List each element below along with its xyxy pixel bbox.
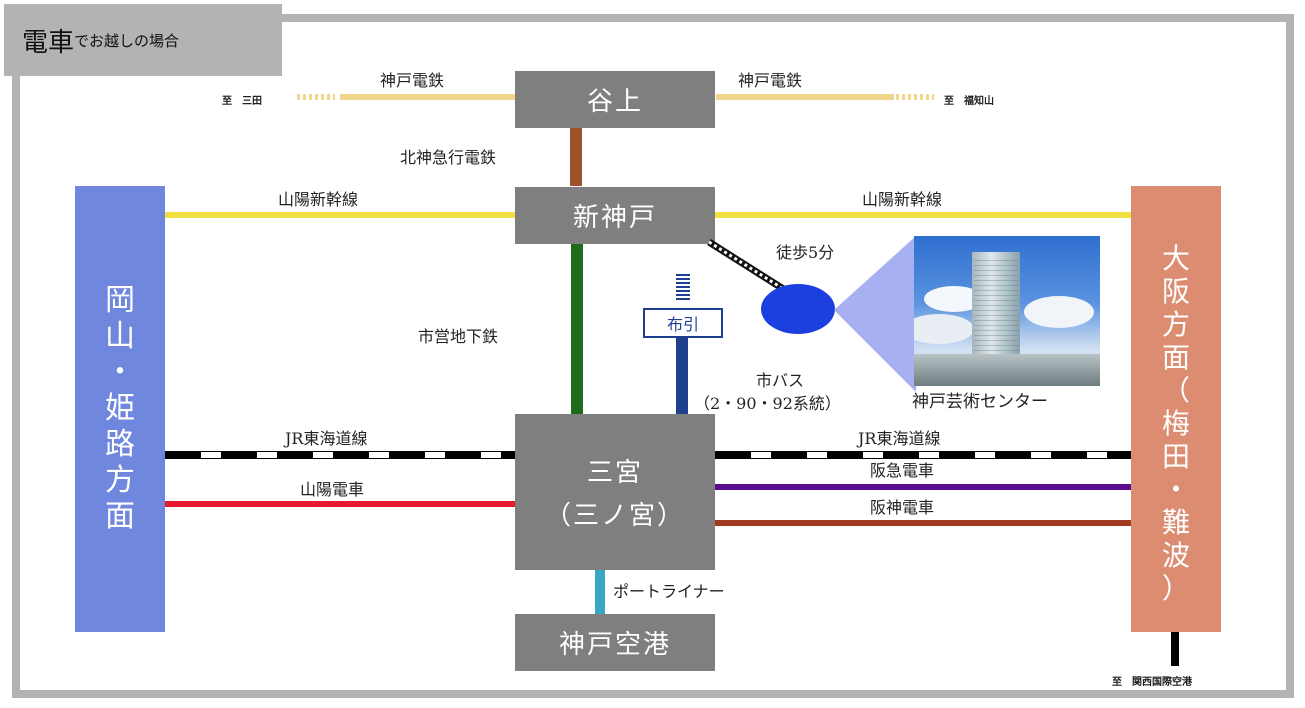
- title-small: でお越しの場合: [74, 31, 180, 50]
- direction-west-char: 岡: [105, 283, 135, 318]
- port-liner-line: [595, 570, 605, 614]
- to-fukuchiyama-label: 至 福知山: [944, 96, 994, 107]
- kobe-dentetsu-label-left: 神戸電鉄: [380, 71, 445, 90]
- shinkansen-label-right: 山陽新幹線: [862, 190, 943, 209]
- bus-stop-nunobiki[interactable]: 布引: [643, 308, 723, 338]
- sanyo-line: [165, 501, 516, 507]
- station-sannomiya-sub-label: （三ノ宮）: [544, 501, 685, 531]
- bus-routes-label: （2・90・92系統）: [694, 394, 841, 413]
- hanshin-line: [715, 520, 1131, 526]
- direction-west-char: ・: [105, 355, 135, 390]
- direction-east-char: 面: [1161, 341, 1190, 374]
- direction-east-box: 大 阪 方 面 （ 梅 田 ・ 難 波 ）: [1131, 186, 1221, 632]
- station-shinkobe-label: 新神戸: [572, 203, 657, 233]
- title-big: 電車: [22, 27, 75, 58]
- shinkansen-line-left: [165, 212, 516, 218]
- shinkansen-line-right: [715, 212, 1131, 218]
- direction-east-char: 阪: [1161, 275, 1190, 308]
- direction-east-char: （: [1161, 374, 1190, 407]
- map-frame: [12, 14, 1294, 698]
- station-tanigami[interactable]: 谷上: [515, 71, 715, 128]
- direction-west-char: 方: [105, 463, 135, 498]
- kobe-dentetsu-line-right: [716, 94, 894, 100]
- hokushin-label: 北神急行電鉄: [400, 148, 497, 167]
- direction-west-char: 山: [105, 319, 135, 354]
- title-tab: 電車 でお越しの場合: [4, 4, 282, 76]
- bus-label: 市バス: [756, 371, 805, 390]
- jr-label-left: JR東海道線: [285, 429, 368, 448]
- subway-label: 市営地下鉄: [418, 327, 499, 346]
- walk-route: [707, 239, 787, 293]
- direction-east-char: 大: [1161, 242, 1190, 275]
- kobe-art-center-photo[interactable]: [914, 236, 1100, 386]
- direction-east-char: 梅: [1161, 407, 1190, 440]
- hankyu-line: [715, 484, 1131, 490]
- direction-west-char: 路: [105, 427, 135, 462]
- kobe-dentetsu-dash-right: [896, 94, 934, 100]
- station-tanigami-label: 谷上: [586, 87, 643, 117]
- hokushin-line: [570, 128, 582, 186]
- direction-east-char: 難: [1161, 506, 1190, 539]
- station-sannomiya[interactable]: 三宮 （三ノ宮）: [515, 414, 715, 570]
- kobe-dentetsu-label-right: 神戸電鉄: [738, 71, 803, 90]
- tower-building: [972, 252, 1020, 372]
- direction-east-char: ）: [1161, 572, 1190, 605]
- destination-cone: [834, 236, 916, 392]
- bus-dashed-line: [676, 274, 690, 302]
- station-shinkobe[interactable]: 新神戸: [515, 187, 715, 244]
- station-sannomiya-label: 三宮: [586, 458, 643, 488]
- jr-line-left: [165, 451, 516, 459]
- subway-line: [571, 244, 583, 414]
- destination-marker[interactable]: [761, 284, 835, 334]
- direction-east-char: 田: [1161, 440, 1190, 473]
- hankyu-label: 阪急電車: [870, 461, 935, 480]
- direction-east-char: ・: [1161, 473, 1190, 506]
- station-kobe-airport-label: 神戸空港: [558, 630, 671, 660]
- shinkansen-label-left: 山陽新幹線: [278, 190, 359, 209]
- station-kobe-airport[interactable]: 神戸空港: [515, 614, 715, 671]
- kobe-dentetsu-line-left: [340, 94, 516, 100]
- direction-west-char: 姫: [105, 391, 135, 426]
- direction-west-box: 岡 山 ・ 姫 路 方 面: [75, 186, 165, 632]
- walk-time-label: 徒歩5分: [776, 243, 835, 262]
- kobe-dentetsu-dash-left: [297, 94, 335, 100]
- sanyo-label: 山陽電車: [300, 480, 365, 499]
- direction-east-char: 方: [1161, 308, 1190, 341]
- to-kix-label: 至 関西国際空港: [1112, 677, 1192, 688]
- direction-east-char: 波: [1161, 539, 1190, 572]
- cloud-icon: [914, 314, 974, 344]
- cloud-icon: [1024, 296, 1094, 328]
- to-sanda-label: 至 三田: [222, 96, 262, 107]
- port-liner-label: ポートライナー: [613, 582, 725, 601]
- jr-line-right: [715, 451, 1131, 459]
- jr-label-right: JR東海道線: [858, 429, 941, 448]
- kix-line: [1171, 632, 1179, 666]
- destination-label: 神戸芸術センター: [912, 392, 1048, 412]
- bus-stop-label: 布引: [666, 315, 699, 334]
- direction-west-char: 面: [105, 499, 135, 534]
- low-buildings: [914, 354, 1100, 386]
- bus-line: [676, 338, 688, 414]
- hanshin-label: 阪神電車: [870, 498, 935, 517]
- tower-building-stripes: [974, 256, 1018, 372]
